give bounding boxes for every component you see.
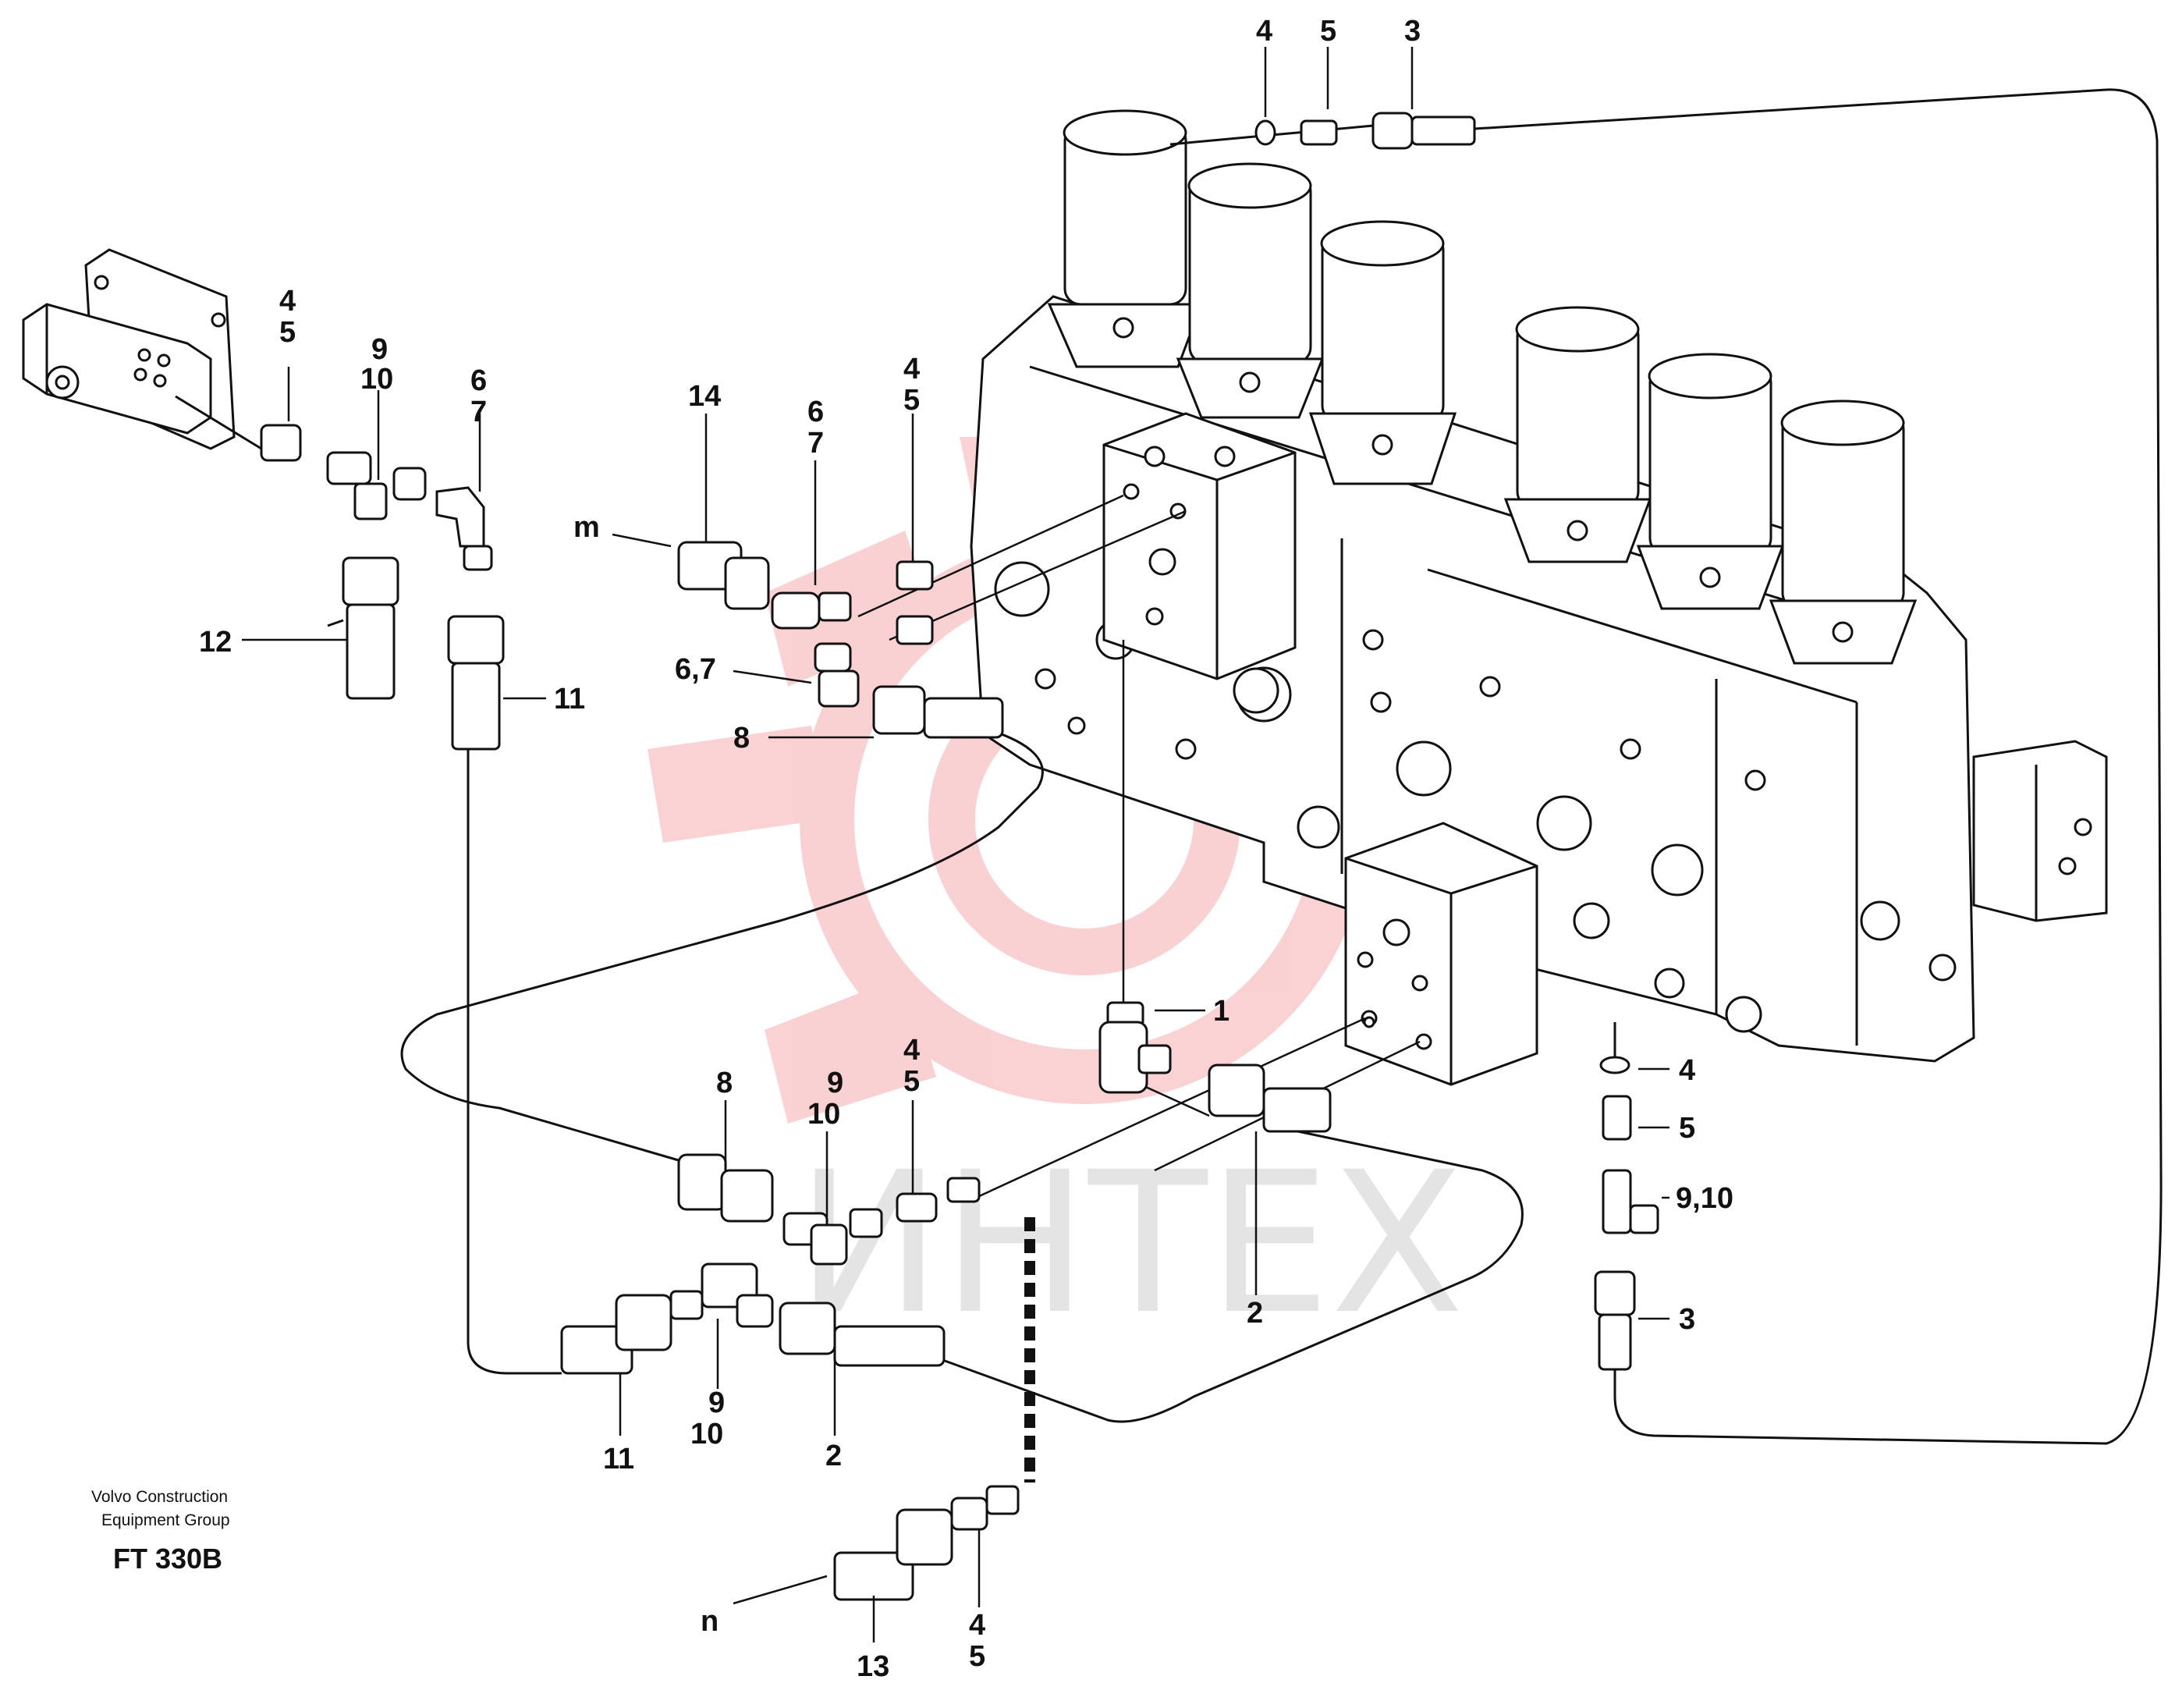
label-left-7: 7: [470, 396, 487, 428]
watermark-text: ИНТЕХ: [796, 1130, 1464, 1357]
label-right-910: 9,10: [1676, 1182, 1733, 1215]
label-low-8: 8: [716, 1067, 733, 1099]
fittings: [260, 112, 1659, 1601]
label-right-3: 3: [1679, 1303, 1695, 1336]
label-left-5: 5: [279, 316, 296, 349]
label-low-5: 5: [903, 1065, 920, 1098]
label-mid-7: 7: [807, 427, 824, 460]
label-mid-67: 6,7: [675, 653, 716, 686]
label-low-10: 10: [807, 1098, 840, 1131]
label-bot-5: 5: [969, 1640, 985, 1673]
label-part-1: 1: [1213, 995, 1229, 1028]
label-bot-10: 10: [690, 1418, 723, 1451]
footer-company-line1: Volvo Construction: [91, 1488, 228, 1506]
label-bot-9: 9: [708, 1387, 725, 1419]
label-left-11: 11: [554, 683, 585, 716]
label-top-3: 3: [1404, 15, 1421, 48]
upper-mounting-block: [1102, 412, 1297, 714]
pressure-sensor-module: [22, 248, 236, 450]
label-mid-5: 5: [903, 384, 920, 417]
pipe-routing: [175, 88, 2163, 1483]
solenoid-5: [1636, 353, 1785, 610]
leader-lines: [242, 47, 1669, 1642]
label-low-9: 9: [827, 1067, 843, 1099]
label-bot-11: 11: [603, 1443, 634, 1475]
lower-mounting-block: [1344, 822, 1538, 1086]
footer: Volvo Construction Equipment Group FT 33…: [91, 1488, 230, 1575]
label-mid-6: 6: [807, 396, 824, 428]
label-mid-m: m: [573, 511, 600, 544]
footer-code: FT 330B: [113, 1543, 222, 1575]
label-right-4: 4: [1679, 1054, 1695, 1087]
label-left-6: 6: [470, 364, 487, 397]
label-left-9: 9: [371, 333, 388, 366]
label-left-10: 10: [360, 363, 393, 396]
part-labels: 4 5 3 4 5 9 10 6 7 12 11 14 m 6 7 4 5 6,…: [199, 15, 1733, 1683]
label-left-12: 12: [199, 626, 232, 659]
solenoid-3: [1308, 220, 1457, 485]
solenoid-4: [1503, 306, 1652, 563]
solenoid-6: [1769, 399, 1918, 665]
solenoid-2: [1176, 162, 1325, 419]
solenoid-valves: [1047, 109, 1918, 665]
label-mid-8: 8: [733, 722, 750, 755]
label-mid-14: 14: [688, 380, 721, 413]
label-bot-13: 13: [857, 1650, 889, 1683]
solenoid-1: [1047, 109, 1204, 368]
label-bot-n: n: [701, 1605, 719, 1638]
label-bot-2: 2: [825, 1440, 842, 1472]
label-low-2: 2: [1247, 1297, 1263, 1330]
label-right-5: 5: [1679, 1112, 1695, 1145]
label-mid-4: 4: [903, 353, 920, 385]
label-low-4: 4: [903, 1034, 920, 1067]
label-bot-4: 4: [969, 1609, 985, 1642]
label-top-4: 4: [1256, 15, 1272, 48]
label-top-5: 5: [1320, 15, 1336, 48]
footer-company-line2: Equipment Group: [101, 1511, 230, 1529]
label-left-4: 4: [279, 285, 296, 318]
